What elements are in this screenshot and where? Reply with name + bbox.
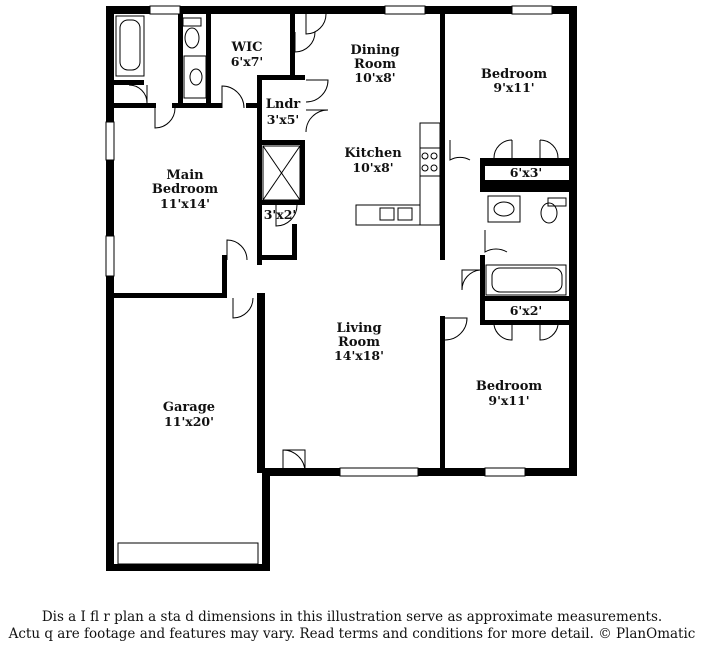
closet-6x3-dims: 6'x3'	[510, 165, 543, 180]
closet-6x2-dims: 6'x2'	[510, 303, 543, 318]
exterior-walls	[106, 6, 577, 571]
garage-name: Garage	[163, 400, 215, 415]
wic-dims: 6'x7'	[231, 54, 264, 69]
living-dims: 14'x18'	[334, 348, 384, 363]
windows	[105, 5, 553, 565]
kitchen-dims: 10'x8'	[352, 160, 393, 175]
bedroom-se-dims: 9'x11'	[488, 393, 529, 408]
disclaimer-line-1: Dis a I fl r plan a sta d dimensions in …	[41, 609, 663, 625]
laundry-dims: 3'x5'	[267, 112, 300, 127]
living-name-line1: Living	[336, 321, 381, 336]
wic-name: WIC	[230, 40, 262, 55]
garage-dims: 11'x20'	[164, 414, 214, 429]
door-swings	[128, 13, 559, 473]
bedroom-ne-dims: 9'x11'	[493, 80, 534, 95]
bedroom-ne-name: Bedroom	[481, 67, 548, 82]
main-bedroom-name-line2: Bedroom	[152, 182, 219, 197]
kitchen-name: Kitchen	[344, 146, 402, 161]
closet-3x2-dims: 3'x2'	[264, 207, 297, 222]
dining-name-line1: Dining	[350, 43, 399, 58]
main-bedroom-dims: 11'x14'	[160, 196, 210, 211]
fixtures	[115, 15, 567, 296]
dining-dims: 10'x8'	[354, 70, 395, 85]
living-name-line2: Room	[338, 335, 380, 350]
bedroom-se-name: Bedroom	[476, 379, 543, 394]
room-labels: WIC 6'x7' Dining Room 10'x8' Bedroom 9'x…	[152, 40, 548, 429]
disclaimer-line-2: Actu q are footage and features may vary…	[8, 626, 696, 642]
floor-plan: WIC 6'x7' Dining Room 10'x8' Bedroom 9'x…	[105, 5, 577, 571]
main-bedroom-name-line1: Main	[166, 168, 204, 183]
laundry-name: Lndr	[266, 97, 301, 112]
dining-name-line2: Room	[354, 57, 396, 72]
interior-walls	[106, 14, 569, 476]
